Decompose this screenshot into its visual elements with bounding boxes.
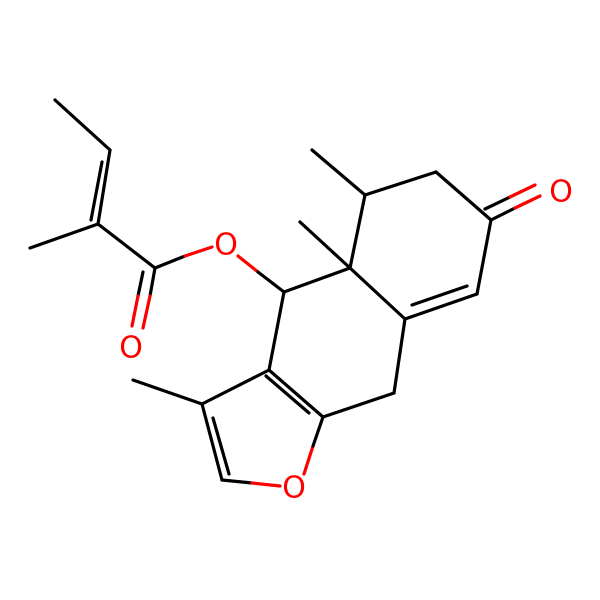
bond-alkene-inner [89, 160, 104, 222]
bond-alpha-methyl [28, 222, 100, 250]
bond-c3a-c3 [200, 368, 271, 406]
bond-c2-o [220, 478, 254, 485]
bond-c5-methyl [310, 148, 367, 197]
bond-c8a-c4a [348, 266, 407, 321]
bond-ketone-double-1-o [513, 194, 542, 210]
bond-ester-o-c4-red [236, 254, 260, 274]
bond-ketone-double-2 [483, 195, 512, 211]
bond-carbonyl-double-1-o [141, 294, 152, 330]
bond-terminal-methyl [53, 98, 112, 152]
bond-o-c9a [311, 415, 325, 448]
atom-o-ketone: O [549, 175, 573, 210]
atom-o-carbonyl: O [119, 331, 143, 366]
bond-c3a-c4 [267, 290, 286, 372]
bond-carbonyl-ester-o-red [183, 245, 214, 258]
bond-alpha-carbonyl [96, 222, 157, 270]
bond-c8-c8a [403, 292, 479, 321]
bond-c8a-c9 [392, 317, 407, 395]
bond-c4a-c5 [348, 193, 367, 270]
bond-c9a-c3a [267, 368, 325, 419]
atom-o-furan: O [282, 471, 306, 506]
bond-c7-c8 [475, 218, 493, 296]
bond-c9-c9a [321, 391, 396, 419]
bond-c4a-methyl [298, 220, 352, 270]
bond-c6-c7 [434, 170, 493, 222]
bond-ester-o-c4 [256, 270, 286, 294]
bond-carbonyl-double-1 [148, 266, 157, 298]
bond-alkene-outer [96, 148, 112, 226]
bond-c4-c4a [282, 266, 352, 294]
bond-o-c9a-red [302, 444, 315, 476]
bond-carbonyl-double-2-o [130, 294, 140, 328]
bond-c5-c6 [363, 170, 438, 197]
bond-c8-c8a-inner [410, 284, 469, 307]
bond-ketone-double-1 [489, 206, 517, 222]
bond-c3-c2 [200, 402, 224, 482]
bond-carbonyl-ester-o [153, 254, 187, 270]
bond-c3-methyl [131, 378, 204, 406]
bond-ketone-double-2-o [508, 183, 537, 199]
bond-carbonyl-double-2 [136, 270, 145, 298]
bond-c3-c2-inner [211, 416, 231, 476]
bond-c9a-c3a-inner [264, 374, 311, 415]
bond-c2-o-red [250, 481, 282, 488]
atom-o-ester: O [214, 228, 238, 263]
